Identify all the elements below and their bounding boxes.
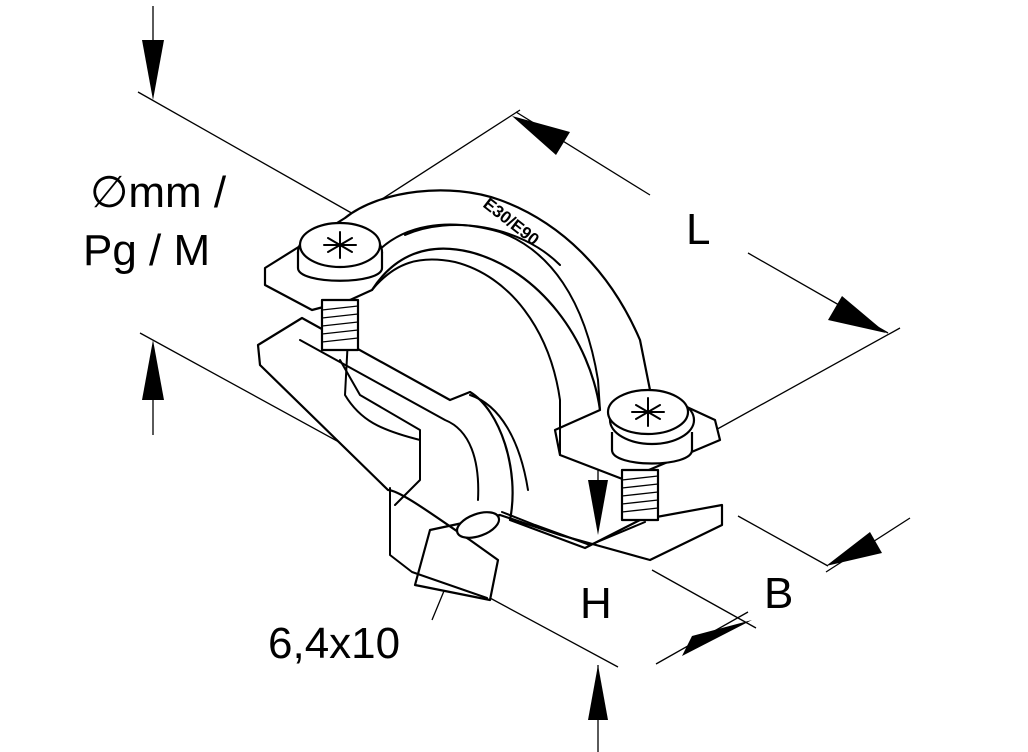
thread-label: Pg / M <box>83 226 210 275</box>
dimension-arrows <box>142 40 886 720</box>
arrow-h-bottom <box>588 665 608 720</box>
arrow-l-lower <box>828 296 886 333</box>
arrow-b-upper <box>826 532 882 566</box>
screw-left <box>296 221 384 352</box>
diameter-label: ∅mm / <box>90 168 227 217</box>
slot-label: 6,4x10 <box>268 619 400 668</box>
arrow-diameter-bottom <box>142 340 164 400</box>
dimension-lines <box>137 6 911 752</box>
arrow-diameter-top <box>142 40 164 100</box>
width-label: B <box>764 569 793 618</box>
arrow-h-top <box>588 480 608 535</box>
arrow-l-upper <box>512 116 570 155</box>
height-label: H <box>580 579 612 628</box>
mounting-slot <box>455 511 501 539</box>
clamp-body <box>256 189 724 602</box>
arrow-b-lower <box>682 620 752 656</box>
length-label: L <box>686 205 710 254</box>
screw-right <box>606 388 696 522</box>
